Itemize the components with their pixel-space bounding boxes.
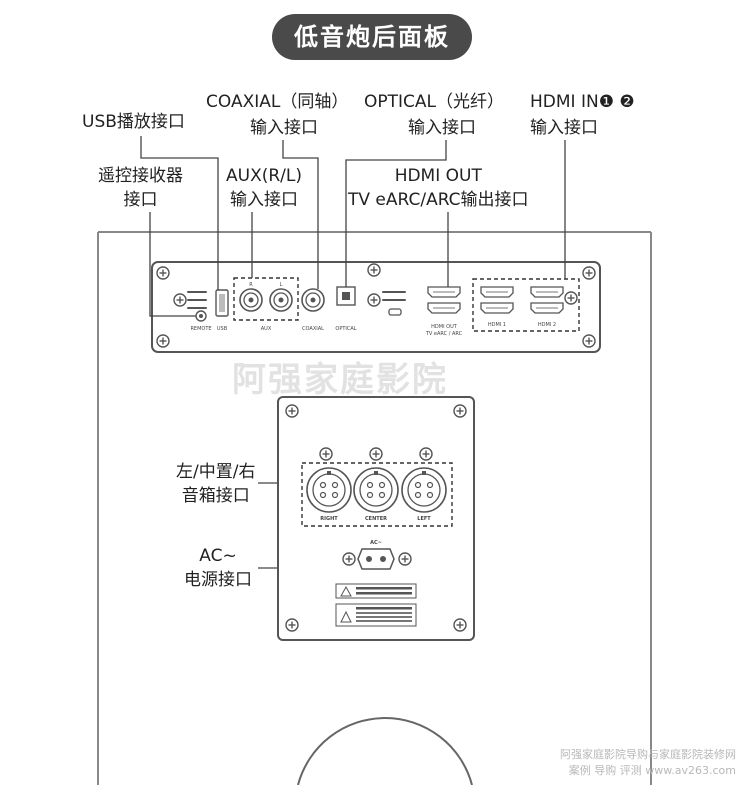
coaxial-mark: COAXIAL: [302, 326, 324, 332]
page-title: 低音炮后面板: [272, 14, 472, 60]
watermark: 阿强家庭影院: [232, 360, 448, 400]
optical-sub-label: 输入接口: [408, 118, 476, 138]
aux-jacks: R L AUX: [239, 282, 293, 332]
leader-lines: [140, 136, 566, 569]
woofer-outline: [297, 717, 473, 785]
left-mark: LEFT: [417, 516, 431, 522]
warning-labels: [335, 583, 417, 627]
right-mark: RIGHT: [320, 516, 338, 522]
enclosure: [97, 231, 652, 785]
speaker-plate: RIGHT CENTER LEFT AC~: [277, 396, 475, 641]
remote-jack: REMOTE: [187, 291, 212, 332]
hdmi-out-port: HDMI OUT TV eARC / ARC: [425, 286, 463, 337]
hdmi-out-sub-mark: TV eARC / ARC: [425, 331, 463, 337]
hdmi-in-label: HDMI IN❶ ❷: [530, 92, 635, 112]
ac-mark: AC~: [370, 540, 382, 546]
usb-port: USB: [215, 289, 229, 332]
aux-label: AUX(R/L) 输入接口: [226, 166, 302, 210]
usb-mark: USB: [217, 326, 228, 332]
hdmi-out-label: HDMI OUT TV eARC/ARC输出接口: [348, 166, 529, 210]
aux-r-mark: R: [249, 282, 253, 288]
hdmi1-mark: HDMI 1: [488, 322, 506, 328]
hdmi-in-ports: HDMI 1 HDMI 2: [480, 286, 564, 328]
coaxial-sub-label: 输入接口: [250, 118, 318, 138]
footer-watermark: 阿强家庭影院导购与家庭影院装修网 案例 导购 评测 www.av263.com: [560, 748, 736, 777]
usb-label: USB播放接口: [82, 112, 185, 132]
aux-l-mark: L: [280, 282, 283, 288]
hdmi-out-mark: HDMI OUT: [431, 324, 458, 330]
aux-mark: AUX: [261, 326, 272, 332]
speaker-label: 左/中置/右 音箱接口: [176, 462, 256, 506]
ac-inlet: AC~: [342, 540, 412, 570]
hdmi2-mark: HDMI 2: [538, 322, 556, 328]
remote-label: 遥控接收器 接口: [98, 166, 183, 210]
speaker-connectors: RIGHT CENTER LEFT: [306, 467, 447, 522]
coaxial-label: COAXIAL（同轴）: [206, 92, 349, 112]
optical-mark: OPTICAL: [335, 326, 356, 332]
optical-label: OPTICAL（光纤）: [364, 92, 505, 112]
center-mark: CENTER: [365, 516, 387, 522]
ac-label: AC~ 电源接口: [184, 546, 252, 590]
coaxial-jack: COAXIAL: [301, 288, 325, 332]
connector-panel: REMOTE USB R L AUX COAXIAL: [151, 261, 601, 353]
remote-mark: REMOTE: [190, 326, 211, 332]
hdmi-in-sub-label: 输入接口: [530, 118, 598, 138]
